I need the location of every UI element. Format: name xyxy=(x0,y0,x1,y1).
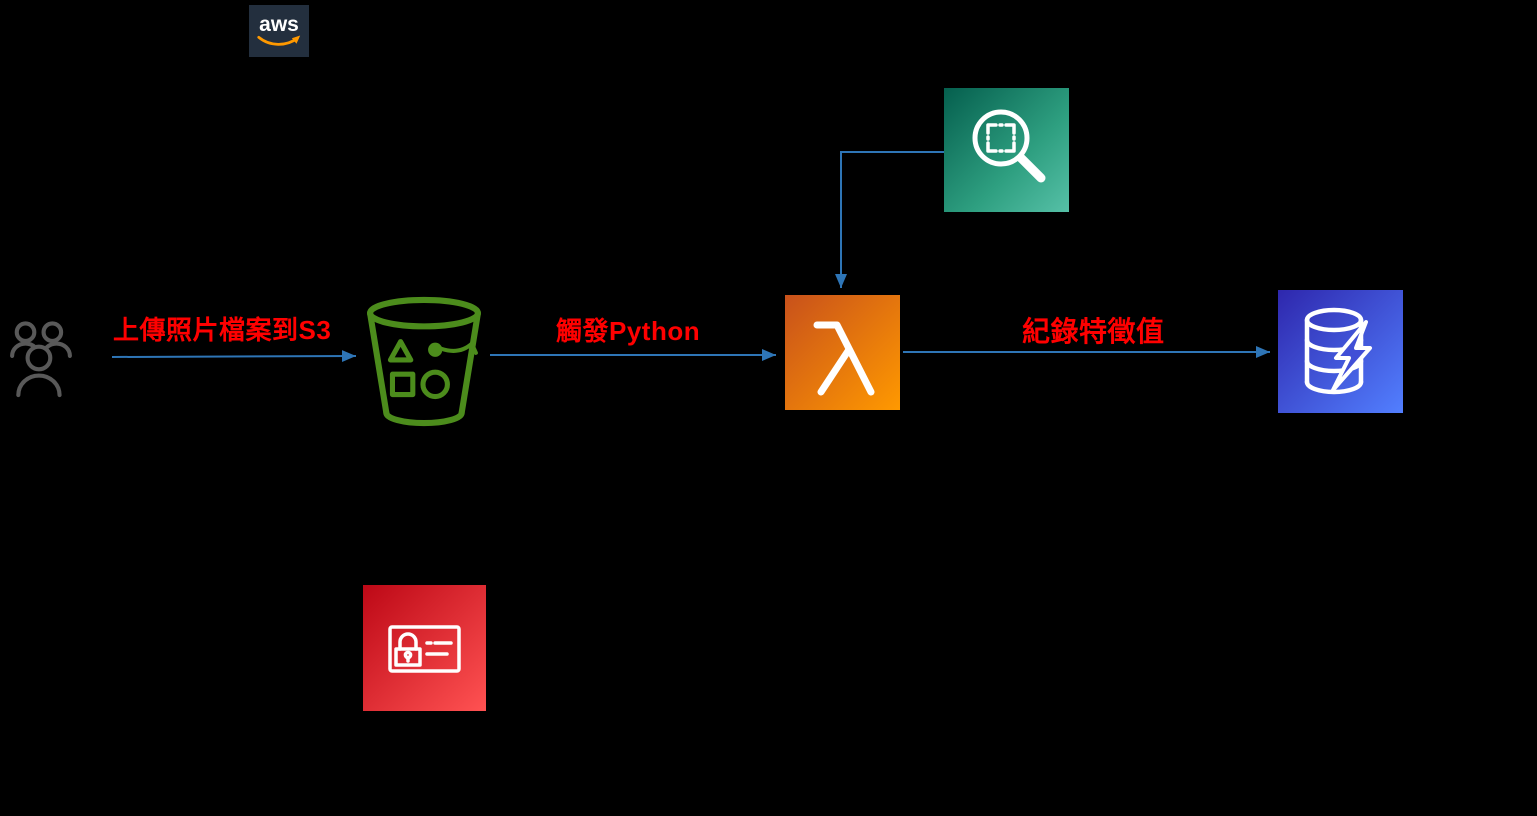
aws-logo: aws xyxy=(249,5,309,57)
lambda-icon xyxy=(813,321,875,396)
rekognition-node xyxy=(944,88,1069,212)
edge-label-trigger-python: 觸發Python xyxy=(556,316,701,346)
edge-label-upload-to-s3: 上傳照片檔案到S3 xyxy=(113,315,332,345)
edge-label-record-features: 紀錄特徵值 xyxy=(1022,316,1165,347)
aws-logo-text: aws xyxy=(259,13,299,36)
users-group-icon xyxy=(10,321,72,398)
arrow-users-to-s3 xyxy=(111,350,357,363)
s3-bucket-icon xyxy=(367,296,481,427)
users-node xyxy=(8,318,74,400)
dynamodb-node xyxy=(1278,290,1403,413)
aws-smile-arrow-icon xyxy=(257,35,301,46)
lambda-node xyxy=(785,295,900,410)
s3-bucket-node xyxy=(366,296,482,430)
rekognition-magnifier-icon xyxy=(972,109,1046,183)
iam-node xyxy=(363,585,486,711)
iam-identity-card-lock-icon xyxy=(388,625,461,673)
arrow-rekognition-to-lambda xyxy=(835,151,944,288)
dynamodb-database-icon xyxy=(1304,307,1372,395)
